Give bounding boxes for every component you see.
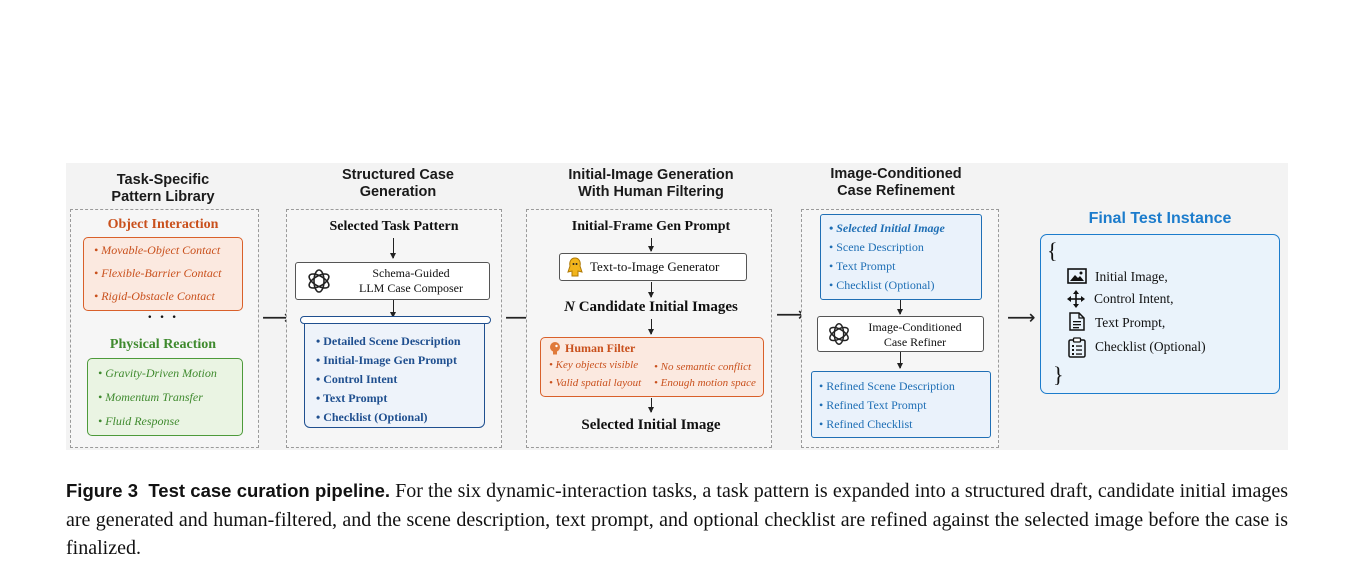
caption-label: Figure 3 (66, 480, 139, 501)
refine-input-2: • Scene Description (829, 240, 924, 254)
filter-item-3: • Valid spatial layout (549, 377, 642, 389)
physical-item-3: • Fluid Response (98, 414, 180, 428)
structured-output-5: • Checklist (Optional) (316, 410, 428, 424)
physical-reaction-box (87, 358, 243, 436)
arrow-stage3-to-4: ⟶ (776, 302, 805, 326)
structured-output-2: • Initial-Image Gen Prompt (316, 353, 457, 367)
t2i-generator-label: Text-to-Image Generator (590, 259, 720, 274)
candidate-count-n: N (564, 299, 575, 315)
arrow-down-refiner (897, 352, 903, 369)
final-item-2: Control Intent, (1094, 291, 1174, 306)
openai-logo-icon (829, 323, 849, 345)
arrow-down-pattern (390, 238, 396, 259)
refine-input-1: • Selected Initial Image (829, 221, 945, 235)
structured-output-1: • Detailed Scene Description (316, 334, 461, 348)
physical-reaction-title: Physical Reaction (109, 337, 217, 352)
caption-text: For the six dynamic-interaction tasks, a… (66, 480, 1289, 559)
openai-logo-icon (308, 269, 330, 293)
candidate-images-label: Candidate Initial Images (578, 299, 738, 315)
stage1-title: Task-Specific Pattern Library (111, 172, 215, 205)
arrow-stage4-to-final: ⟶ (1007, 305, 1036, 329)
refine-input-4: • Checklist (Optional) (829, 278, 935, 292)
human-filter-box (540, 337, 764, 397)
clipboard-checklist-icon (1068, 337, 1086, 358)
move-arrows-icon (1067, 290, 1085, 308)
image-icon (1067, 268, 1087, 284)
candidate-images: N Candidate Initial Images (526, 299, 776, 316)
t2i-generator-box (559, 253, 747, 281)
object-item-2: • Flexible-Barrier Contact (94, 266, 222, 280)
arrow-down-candidates (648, 319, 654, 335)
llm-composer-box (295, 262, 490, 300)
arrow-down-prompt (648, 238, 654, 252)
object-item-1: • Movable-Object Contact (94, 243, 221, 257)
arrow-down-generator (648, 282, 654, 298)
human-filter-title: Human Filter (565, 341, 636, 355)
refined-output-2: • Refined Text Prompt (819, 398, 927, 412)
filter-item-4: • Enough motion space (654, 377, 756, 389)
llm-composer-label: Schema-Guided LLM Case Composer (359, 266, 463, 295)
arrow-down-composer (390, 300, 396, 318)
final-item-4: Checklist (Optional) (1095, 339, 1206, 354)
structured-output-4: • Text Prompt (316, 391, 388, 405)
object-interaction-title: Object Interaction (107, 217, 219, 232)
refine-input-3: • Text Prompt (829, 259, 896, 273)
generator-mascot-icon (567, 257, 583, 277)
selected-task-pattern: Selected Task Pattern (329, 219, 459, 234)
arrow-down-refine-inputs (897, 300, 903, 315)
object-interaction-box (83, 237, 243, 311)
arrow-down-filter (648, 398, 654, 413)
filter-item-1: • Key objects visible (549, 359, 639, 371)
figure-caption: Figure 3 Test case curation pipeline. Fo… (66, 477, 1288, 563)
case-refiner-box (817, 316, 984, 352)
caption-title: Test case curation pipeline. (148, 480, 390, 501)
final-item-1: Initial Image, (1095, 269, 1168, 284)
document-icon (1069, 312, 1085, 331)
refined-output-3: • Refined Checklist (819, 417, 913, 431)
ellipsis: • • • (147, 313, 179, 323)
arrow-stage1-to-2: ⟶ (262, 305, 291, 329)
open-brace: { (1047, 238, 1058, 263)
selected-initial-image: Selected Initial Image (581, 417, 721, 433)
scroll-top-roll (300, 316, 491, 324)
stage3-title: Initial-Image Generation With Human Filt… (568, 167, 734, 200)
refined-output-1: • Refined Scene Description (819, 379, 955, 393)
stage4-title: Image-Conditioned Case Refinement (830, 166, 962, 199)
object-item-3: • Rigid-Obstacle Contact (94, 289, 215, 303)
refine-input-box (820, 214, 982, 300)
initial-frame-prompt: Initial-Frame Gen Prompt (571, 219, 731, 234)
structured-output-scroll (304, 320, 485, 428)
physical-item-1: • Gravity-Driven Motion (98, 366, 217, 380)
filter-item-2: • No semantic conflict (654, 361, 752, 373)
final-item-3: Text Prompt, (1095, 315, 1166, 330)
final-title: Final Test Instance (1088, 210, 1232, 227)
close-brace: } (1053, 362, 1064, 387)
human-head-icon (550, 342, 560, 355)
structured-output-3: • Control Intent (316, 372, 398, 386)
physical-item-2: • Momentum Transfer (98, 390, 203, 404)
case-refiner-label: Image-Conditioned Case Refiner (868, 320, 962, 349)
refined-output-box (811, 371, 991, 438)
stage2-title: Structured Case Generation (341, 167, 454, 200)
